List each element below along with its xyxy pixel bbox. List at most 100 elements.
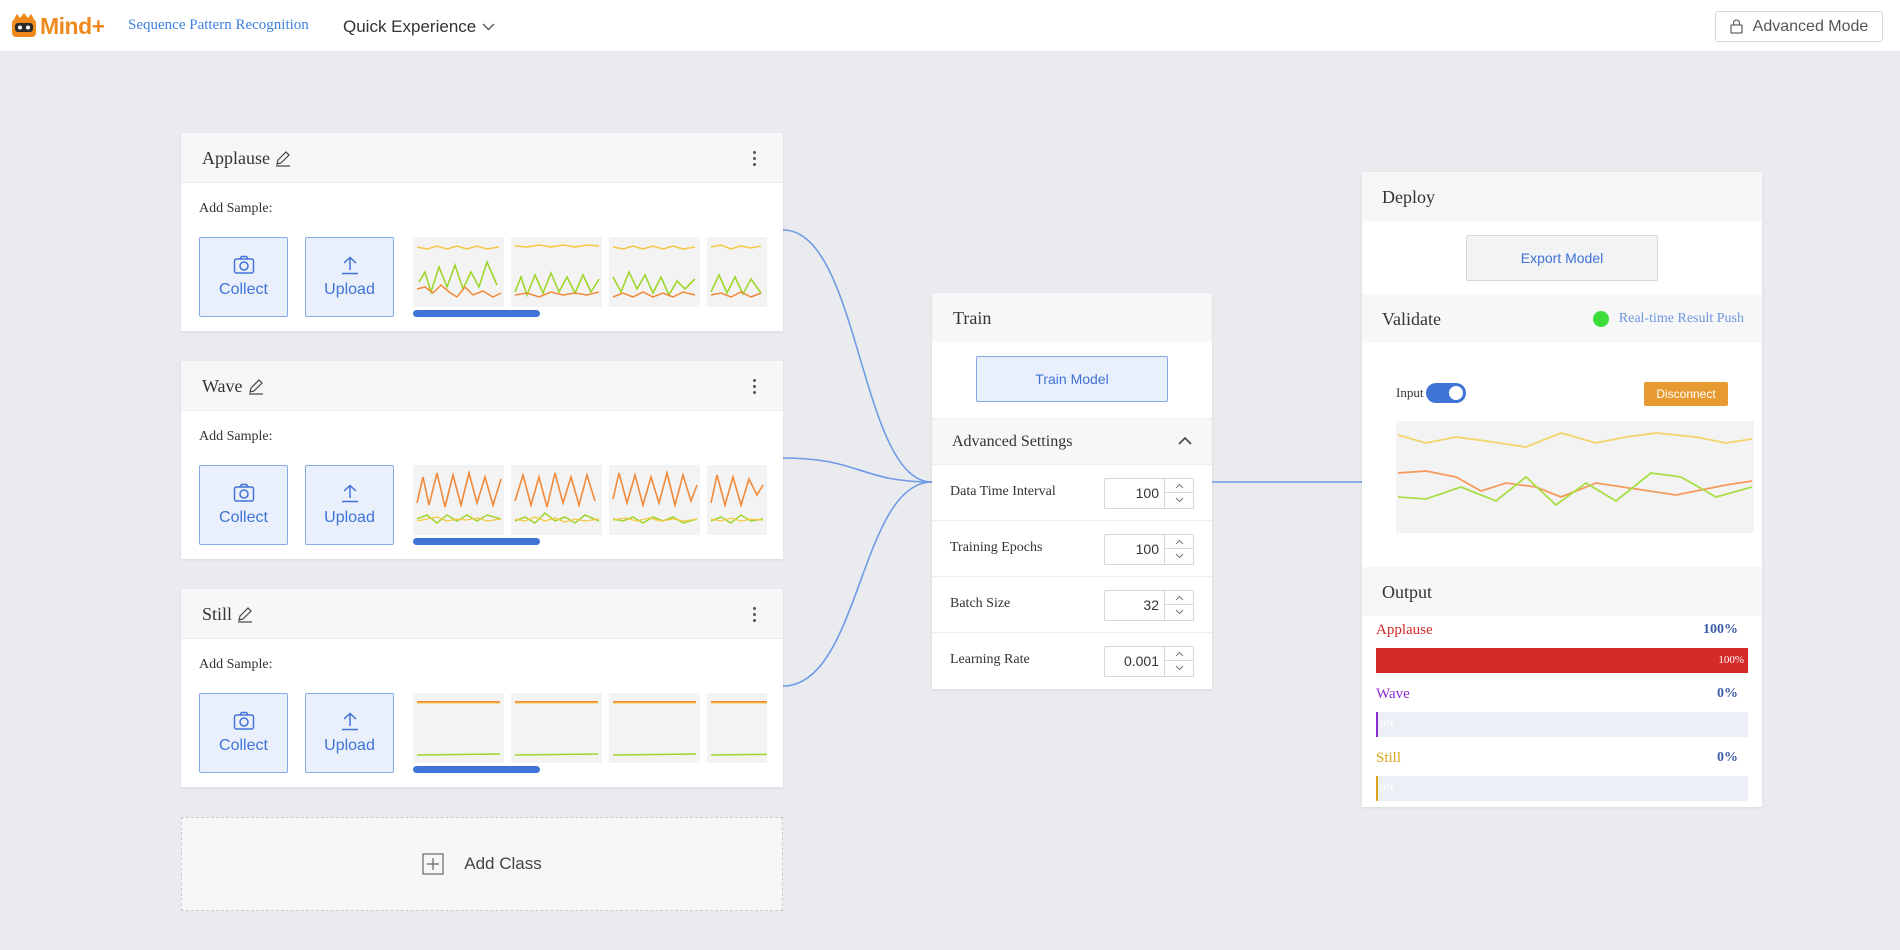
upload-icon bbox=[341, 712, 358, 731]
param-label: Data Time Interval bbox=[950, 484, 1056, 499]
edit-pencil-icon[interactable] bbox=[247, 378, 265, 396]
collect-button[interactable]: Collect bbox=[199, 465, 288, 545]
advanced-mode-button[interactable]: Advanced Mode bbox=[1715, 11, 1883, 42]
add-sample-label: Add Sample: bbox=[199, 201, 273, 216]
upload-button[interactable]: Upload bbox=[305, 237, 394, 317]
edit-pencil-icon[interactable] bbox=[274, 150, 292, 168]
stepper-value[interactable]: 0.001 bbox=[1123, 653, 1159, 669]
training-epochs-stepper[interactable]: 100 bbox=[1104, 534, 1194, 565]
confidence-bar-fill bbox=[1376, 776, 1379, 801]
upload-label: Upload bbox=[324, 509, 375, 526]
app-title: Sequence Pattern Recognition bbox=[128, 17, 309, 33]
app-logo[interactable]: Mind+ bbox=[10, 12, 105, 40]
stepper-value[interactable]: 32 bbox=[1143, 597, 1159, 613]
class-card-header: Applause bbox=[181, 133, 783, 183]
disconnect-button[interactable]: Disconnect bbox=[1644, 382, 1728, 406]
class-name[interactable]: Still bbox=[202, 604, 254, 625]
mode-dropdown-label: Quick Experience bbox=[343, 17, 477, 36]
learning-rate-stepper[interactable]: 0.001 bbox=[1104, 646, 1194, 677]
decrement-arrow-icon[interactable] bbox=[1165, 605, 1193, 619]
sample-thumbnail[interactable] bbox=[413, 693, 504, 763]
increment-arrow-icon[interactable] bbox=[1165, 591, 1193, 605]
class-card-wave: Wave Add Sample: Collect Upload bbox=[181, 361, 783, 559]
class-card-header: Wave bbox=[181, 361, 783, 411]
advanced-settings-toggle[interactable]: Advanced Settings bbox=[932, 418, 1212, 465]
more-options-icon[interactable] bbox=[751, 605, 757, 625]
advanced-settings-label: Advanced Settings bbox=[952, 433, 1073, 450]
increment-arrow-icon[interactable] bbox=[1165, 647, 1193, 661]
sample-scrollbar[interactable] bbox=[413, 766, 540, 773]
sample-scrollbar[interactable] bbox=[413, 310, 540, 317]
more-options-icon[interactable] bbox=[751, 377, 757, 397]
sample-thumbnail[interactable] bbox=[609, 465, 700, 535]
upload-label: Upload bbox=[324, 737, 375, 754]
mode-dropdown[interactable]: Quick Experience bbox=[343, 17, 495, 37]
sample-thumbnail[interactable] bbox=[707, 693, 767, 763]
sample-thumbnail[interactable] bbox=[707, 465, 767, 535]
train-panel-header: Train bbox=[932, 293, 1212, 342]
add-class-button[interactable]: Add Class bbox=[181, 817, 783, 911]
class-name[interactable]: Wave bbox=[202, 376, 265, 397]
upload-icon bbox=[341, 484, 358, 503]
confidence-bar-wave: 0% bbox=[1376, 712, 1748, 737]
collect-button[interactable]: Collect bbox=[199, 237, 288, 317]
sample-thumbnail[interactable] bbox=[707, 237, 767, 307]
sample-thumbnail[interactable] bbox=[511, 465, 602, 535]
edit-pencil-icon[interactable] bbox=[236, 606, 254, 624]
stepper-value[interactable]: 100 bbox=[1135, 485, 1159, 501]
upload-button[interactable]: Upload bbox=[305, 465, 394, 545]
input-toggle[interactable] bbox=[1426, 383, 1466, 403]
sample-scrollbar[interactable] bbox=[413, 538, 540, 545]
train-model-button[interactable]: Train Model bbox=[976, 356, 1168, 402]
validate-header: Validate Real-time Result Push bbox=[1362, 294, 1762, 343]
confidence-bar-text: 0% bbox=[1380, 782, 1395, 794]
decrement-arrow-icon[interactable] bbox=[1165, 661, 1193, 675]
toggle-knob bbox=[1449, 386, 1463, 400]
plus-box-icon bbox=[422, 853, 444, 875]
realtime-push-toggle[interactable]: Real-time Result Push bbox=[1592, 311, 1744, 327]
confidence-bar-fill bbox=[1376, 712, 1379, 737]
decrement-arrow-icon[interactable] bbox=[1165, 549, 1193, 563]
class-name[interactable]: Applause bbox=[202, 148, 292, 169]
sample-list[interactable] bbox=[413, 465, 767, 535]
decrement-arrow-icon[interactable] bbox=[1165, 493, 1193, 507]
upload-label: Upload bbox=[324, 281, 375, 298]
lock-icon bbox=[1730, 19, 1743, 34]
param-label: Batch Size bbox=[950, 596, 1011, 611]
collect-label: Collect bbox=[219, 509, 268, 526]
validate-title: Validate bbox=[1382, 309, 1441, 329]
sample-thumbnail[interactable] bbox=[609, 693, 700, 763]
data-time-interval-stepper[interactable]: 100 bbox=[1104, 478, 1194, 509]
collect-button[interactable]: Collect bbox=[199, 693, 288, 773]
more-options-icon[interactable] bbox=[751, 149, 757, 169]
confidence-bar-text: 0% bbox=[1380, 718, 1395, 730]
confidence-bar-still: 0% bbox=[1376, 776, 1748, 801]
increment-arrow-icon[interactable] bbox=[1165, 479, 1193, 493]
param-data-time-interval: Data Time Interval 100 bbox=[932, 465, 1212, 521]
train-panel: Train Train Model Advanced Settings Data… bbox=[932, 293, 1212, 689]
sample-thumbnail[interactable] bbox=[609, 237, 700, 307]
class-card-still: Still Add Sample: Collect Upload bbox=[181, 589, 783, 787]
export-model-button[interactable]: Export Model bbox=[1466, 235, 1658, 281]
sample-list[interactable] bbox=[413, 693, 767, 763]
sample-thumbnail[interactable] bbox=[511, 693, 602, 763]
output-percent-wave: 0% bbox=[1717, 686, 1738, 701]
camera-icon bbox=[233, 483, 254, 502]
deploy-header: Deploy bbox=[1362, 172, 1762, 221]
upload-button[interactable]: Upload bbox=[305, 693, 394, 773]
increment-arrow-icon[interactable] bbox=[1165, 535, 1193, 549]
output-header: Output bbox=[1362, 567, 1762, 616]
class-card-applause: Applause Add Sample: Collect Upload bbox=[181, 133, 783, 331]
class-name-label: Still bbox=[202, 604, 233, 624]
sample-list[interactable] bbox=[413, 237, 767, 307]
batch-size-stepper[interactable]: 32 bbox=[1104, 590, 1194, 621]
live-sensor-chart bbox=[1396, 421, 1754, 533]
realtime-push-label: Real-time Result Push bbox=[1618, 311, 1744, 326]
collect-label: Collect bbox=[219, 737, 268, 754]
sample-thumbnail[interactable] bbox=[413, 237, 504, 307]
output-label-wave: Wave bbox=[1376, 686, 1410, 702]
sample-thumbnail[interactable] bbox=[413, 465, 504, 535]
sample-thumbnail[interactable] bbox=[511, 237, 602, 307]
stepper-value[interactable]: 100 bbox=[1135, 541, 1159, 557]
robot-logo-icon bbox=[10, 13, 38, 39]
